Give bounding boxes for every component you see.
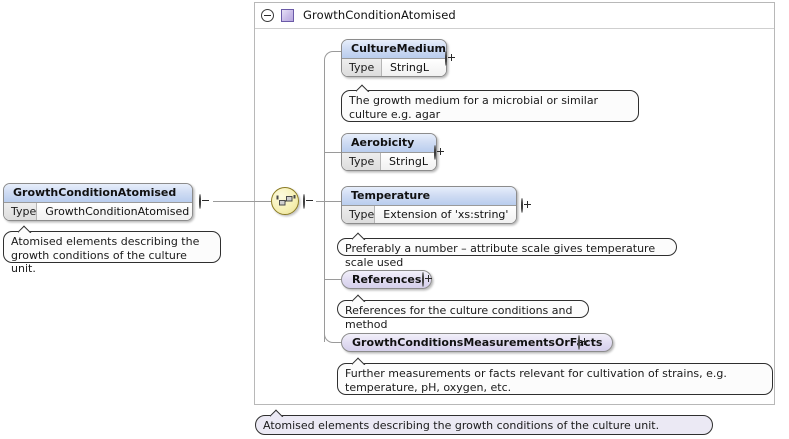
- element-box-aerobicity[interactable]: Aerobicity Type StringL: [341, 133, 437, 171]
- connector-to-measurementsorfacts: [336, 342, 342, 343]
- element-type-value-aerobicity: StringL: [381, 153, 436, 170]
- root-element-name: GrowthConditionAtomised: [4, 184, 192, 203]
- annotation-text-references: References for the culture conditions an…: [345, 304, 573, 331]
- collapse-root-element-icon[interactable]: [199, 194, 201, 209]
- model-group-header-divider: [255, 28, 774, 29]
- annotation-references: References for the culture conditions an…: [337, 300, 589, 331]
- model-group-header: GrowthConditionAtomised: [254, 2, 775, 28]
- element-pill-references[interactable]: References: [341, 270, 433, 289]
- annotation-text-growthconditionsmeasurementsorfacts: Further measurements or facts relevant f…: [345, 367, 727, 394]
- annotation-temperature: Preferably a number – attribute scale gi…: [337, 238, 677, 269]
- sequence-icon[interactable]: [271, 187, 299, 215]
- root-element-type-label: Type: [4, 203, 38, 220]
- root-element-type-row: Type GrowthConditionAtomised: [4, 203, 192, 220]
- connector-to-aerobicity: [324, 152, 342, 153]
- annotation-growthconditionsmeasurementsorfacts: Further measurements or facts relevant f…: [337, 363, 773, 395]
- element-type-value-temperature: Extension of 'xs:string': [375, 206, 516, 223]
- bubble-tail-icon: [352, 294, 366, 302]
- element-name-culturemedium: CultureMedium: [342, 40, 446, 59]
- element-type-row-culturemedium: Type StringL: [342, 59, 446, 76]
- connector-corner-top: [324, 51, 336, 61]
- root-element-type-value: GrowthConditionAtomised: [37, 203, 192, 220]
- element-type-label-aerobicity: Type: [342, 153, 382, 170]
- expand-culturemedium-icon[interactable]: [445, 51, 447, 66]
- bubble-tail-icon: [18, 225, 32, 233]
- expand-growthconditionsmeasurementsorfacts-icon[interactable]: [578, 335, 580, 350]
- bubble-tail-icon: [356, 84, 370, 92]
- element-name-references: References: [352, 273, 422, 286]
- element-box-culturemedium[interactable]: CultureMedium Type StringL: [341, 39, 447, 77]
- element-type-label-culturemedium: Type: [342, 59, 382, 76]
- connector-sequence-trunk: [316, 201, 324, 202]
- connector-to-temperature: [324, 201, 342, 202]
- sequence-glyph-icon: [276, 195, 296, 206]
- element-name-temperature: Temperature: [342, 187, 516, 206]
- root-element-box[interactable]: GrowthConditionAtomised Type GrowthCondi…: [3, 183, 193, 221]
- element-type-label-temperature: Type: [342, 206, 376, 223]
- element-name-aerobicity: Aerobicity: [342, 134, 436, 153]
- expand-temperature-icon[interactable]: [521, 198, 523, 213]
- annotation-model-group: Atomised elements describing the growth …: [255, 415, 713, 435]
- element-type-value-culturemedium: StringL: [382, 59, 446, 76]
- model-group-title: GrowthConditionAtomised: [303, 8, 456, 22]
- bubble-tail-icon: [352, 357, 366, 365]
- complex-type-square-icon: [281, 8, 294, 22]
- collapse-sequence-icon[interactable]: [303, 194, 305, 209]
- element-name-growthconditionsmeasurementsorfacts: GrowthConditionsMeasurementsOrFacts: [352, 336, 603, 349]
- connector-root-to-sequence: [213, 201, 271, 202]
- collapse-group-icon[interactable]: [261, 8, 274, 22]
- annotation-text-culturemedium: The growth medium for a microbial or sim…: [349, 94, 599, 121]
- expand-aerobicity-icon[interactable]: [434, 145, 436, 160]
- root-element-annotation-text: Atomised elements describing the growth …: [11, 235, 200, 275]
- element-box-temperature[interactable]: Temperature Type Extension of 'xs:string…: [341, 186, 517, 224]
- bubble-tail-icon: [352, 232, 366, 240]
- element-type-row-aerobicity: Type StringL: [342, 153, 436, 170]
- annotation-culturemedium: The growth medium for a microbial or sim…: [341, 90, 639, 122]
- element-pill-growthconditionsmeasurementsorfacts[interactable]: GrowthConditionsMeasurementsOrFacts: [341, 333, 614, 352]
- connector-to-culturemedium: [336, 51, 342, 52]
- connector-corner-bottom: [324, 332, 336, 343]
- expand-references-icon[interactable]: [422, 272, 424, 287]
- annotation-text-temperature: Preferably a number – attribute scale gi…: [345, 242, 656, 269]
- connector-to-references: [324, 279, 342, 280]
- element-type-row-temperature: Type Extension of 'xs:string': [342, 206, 516, 223]
- root-element-annotation: Atomised elements describing the growth …: [3, 231, 221, 275]
- annotation-text-model-group: Atomised elements describing the growth …: [263, 419, 660, 432]
- bubble-tail-icon: [270, 409, 284, 417]
